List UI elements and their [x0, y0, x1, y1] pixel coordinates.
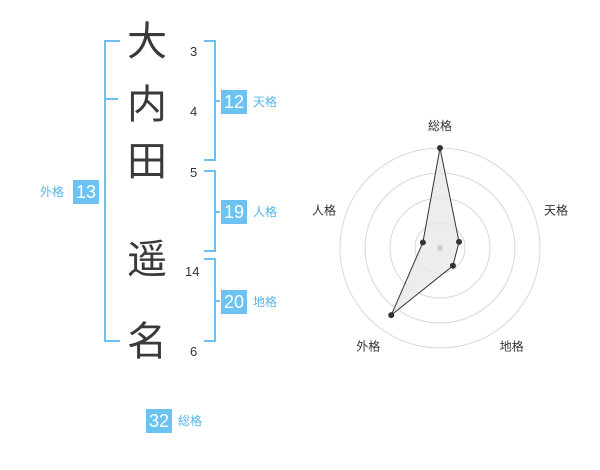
radar-point-1	[437, 145, 443, 151]
name-char-1: 大	[127, 19, 167, 65]
gaikaku-bracket	[104, 40, 120, 342]
jinkaku-bracket-tick	[214, 211, 220, 213]
tenkaku-bracket-tick	[214, 100, 220, 102]
radar-axis-label-1: 総格	[428, 118, 452, 133]
radar-axis-label-2: 天格	[544, 202, 568, 217]
chikaku-bracket-tick	[214, 300, 220, 302]
radar-axis-label-4: 外格	[356, 339, 380, 354]
radar-center	[437, 245, 443, 251]
gaikaku-value: 13	[73, 180, 99, 204]
stroke-count-5: 6	[190, 344, 198, 359]
chikaku-label: 地格	[253, 295, 278, 309]
name-char-3: 田	[127, 139, 167, 185]
jinkaku-label: 人格	[253, 205, 278, 219]
tenkaku-label: 天格	[253, 95, 278, 109]
stroke-count-1: 3	[190, 44, 198, 59]
radar-point-3	[449, 262, 456, 269]
radar-point-5	[419, 239, 426, 246]
radar-point-2	[456, 238, 463, 245]
radar-point-4	[388, 312, 395, 319]
gaikaku-bracket-mid	[104, 98, 118, 100]
stroke-count-2: 4	[190, 104, 198, 119]
radar-axis-label-5: 人格	[312, 202, 336, 217]
jinkaku-value: 19	[221, 200, 247, 224]
gaikaku-label: 外格	[40, 185, 65, 199]
stroke-count-4: 14	[185, 264, 200, 279]
name-char-5: 名	[127, 319, 167, 365]
radar-polygon	[390, 147, 460, 316]
tenkaku-value: 12	[221, 90, 247, 114]
name-char-2: 内	[127, 82, 167, 128]
chikaku-value: 20	[221, 290, 247, 314]
name-char-4: 遥	[127, 237, 167, 283]
soukaku-label: 総格	[178, 414, 203, 428]
radar-axis-label-3: 地格	[500, 339, 524, 354]
soukaku-value: 32	[146, 409, 172, 433]
stroke-count-3: 5	[190, 165, 198, 180]
